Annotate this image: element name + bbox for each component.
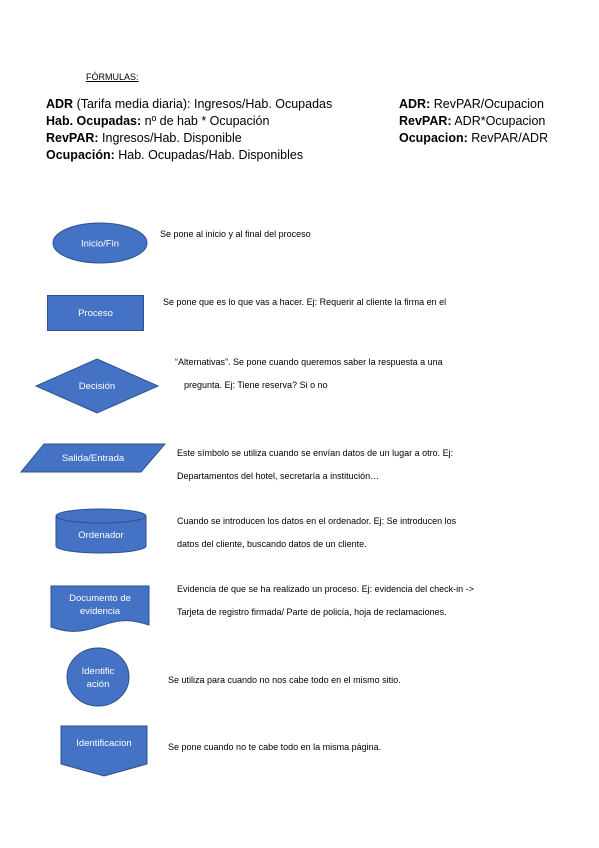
formula-adr-derived: ADR: RevPAR/Ocupacion <box>399 97 544 111</box>
document-shape: Documento de evidencia <box>50 585 150 632</box>
input-output-label: Salida/Entrada <box>62 453 125 464</box>
decision-description: “Alternativas”. Se pone cuando queremos … <box>175 357 443 390</box>
database-label: Ordenador <box>78 530 123 541</box>
decision-shape: Decisión <box>34 358 160 414</box>
connector-label-line-2: ación <box>87 679 110 690</box>
database-shape: Ordenador <box>55 508 147 554</box>
document-label-line-1: Documento de <box>69 593 131 604</box>
connector-label-line-1: Identific <box>82 666 115 677</box>
process-shape: Proceso <box>47 295 144 331</box>
document-label-line-2: evidencia <box>80 606 121 617</box>
offpage-connector-label: Identificacion <box>76 738 131 749</box>
formula-hab-ocupadas: Hab. Ocupadas: nº de hab * Ocupación <box>46 114 270 128</box>
formula-revpar: RevPAR: Ingresos/Hab. Disponible <box>46 131 242 145</box>
input-output-description: Este símbolo se utiliza cuando se envían… <box>177 448 454 481</box>
offpage-connector-shape: Identificacion <box>60 725 148 777</box>
connector-shape: Identific ación <box>66 647 130 707</box>
formula-ocupacion: Ocupación: Hab. Ocupadas/Hab. Disponible… <box>46 148 304 162</box>
input-output-shape: Salida/Entrada <box>19 443 167 473</box>
terminator-label: Inicio/Fin <box>81 239 119 250</box>
formula-adr: ADR (Tarifa media diaria): Ingresos/Hab.… <box>46 97 333 111</box>
document-description: Evidencia de que se ha realizado un proc… <box>177 584 474 617</box>
formula-revpar-derived: RevPAR: ADR*Ocupacion <box>399 114 546 128</box>
database-description: Cuando se introducen los datos en el ord… <box>177 516 457 549</box>
terminator-shape: Inicio/Fin <box>52 222 148 264</box>
connector-description: Se utiliza para cuando no nos cabe todo … <box>168 675 401 685</box>
formulas-heading: FÓRMULAS: <box>86 72 139 82</box>
offpage-connector-description: Se pone cuando no te cabe todo en la mis… <box>168 742 382 752</box>
process-label: Proceso <box>78 308 113 319</box>
terminator-description: Se pone al inicio y al final del proceso <box>160 229 311 239</box>
formula-ocupacion-derived: Ocupacion: RevPAR/ADR <box>399 131 549 145</box>
process-description: Se pone que es lo que vas a hacer. Ej: R… <box>163 297 447 307</box>
decision-label: Decisión <box>79 381 115 392</box>
